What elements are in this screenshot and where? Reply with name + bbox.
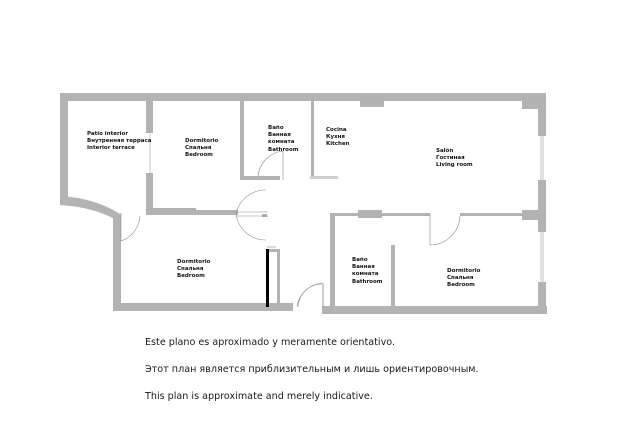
label-ru: Внутренняя терраса bbox=[87, 138, 152, 145]
label-es: Dormitorio bbox=[185, 138, 219, 144]
room-label-living-room: Salón Гостиная Living room bbox=[436, 148, 473, 170]
label-es: Cocina bbox=[326, 127, 347, 133]
label-es: Dormitorio bbox=[177, 259, 211, 265]
label-ru-2: комната bbox=[352, 271, 379, 278]
label-es: Baño bbox=[268, 125, 284, 131]
room-label-bedroom-1: Dormitorio Спальня Bedroom bbox=[185, 138, 218, 160]
label-en: Living room bbox=[436, 162, 473, 169]
room-label-patio: Patio interior Внутренняя терраса Interi… bbox=[87, 131, 152, 153]
room-label-kitchen: Cocina Кухня Kitchen bbox=[326, 127, 350, 149]
door-swings bbox=[120, 150, 461, 308]
label-en: Bedroom bbox=[177, 273, 205, 280]
label-ru: Спальня bbox=[185, 145, 212, 152]
label-en: Bathroom bbox=[352, 278, 383, 285]
label-es: Salón bbox=[436, 148, 454, 154]
label-en: Interior terrace bbox=[87, 145, 135, 152]
label-en: Kitchen bbox=[326, 141, 350, 148]
label-ru: Гостиная bbox=[436, 155, 465, 162]
label-ru: Кухня bbox=[326, 134, 345, 141]
label-ru: Ванная bbox=[352, 264, 375, 271]
walls bbox=[60, 93, 547, 314]
label-ru-2: комната bbox=[268, 139, 295, 146]
label-en: Bedroom bbox=[447, 282, 475, 289]
label-es: Dormitorio bbox=[447, 268, 481, 274]
room-label-bathroom-1: Baño Ванная комната Bathroom bbox=[268, 125, 298, 154]
label-en: Bedroom bbox=[185, 152, 213, 159]
room-label-bathroom-2: Baño Ванная комната Bathroom bbox=[352, 257, 382, 286]
room-label-bedroom-2: Dormitorio Спальня Bedroom bbox=[177, 259, 210, 281]
room-label-bedroom-3: Dormitorio Спальня Bedroom bbox=[447, 268, 480, 290]
disclaimer-es: Este plano es aproximado y meramente ori… bbox=[145, 337, 396, 348]
label-en: Bathroom bbox=[268, 146, 299, 153]
windows bbox=[149, 133, 544, 282]
label-ru: Спальня bbox=[177, 266, 204, 273]
disclaimer-ru: Этот план является приблизительным и лиш… bbox=[145, 364, 479, 375]
label-ru: Ванная bbox=[268, 132, 291, 139]
label-es: Patio interior bbox=[87, 131, 129, 137]
label-ru: Спальня bbox=[447, 275, 474, 282]
disclaimer-en: This plan is approximate and merely indi… bbox=[145, 391, 373, 402]
label-es: Baño bbox=[352, 257, 368, 263]
